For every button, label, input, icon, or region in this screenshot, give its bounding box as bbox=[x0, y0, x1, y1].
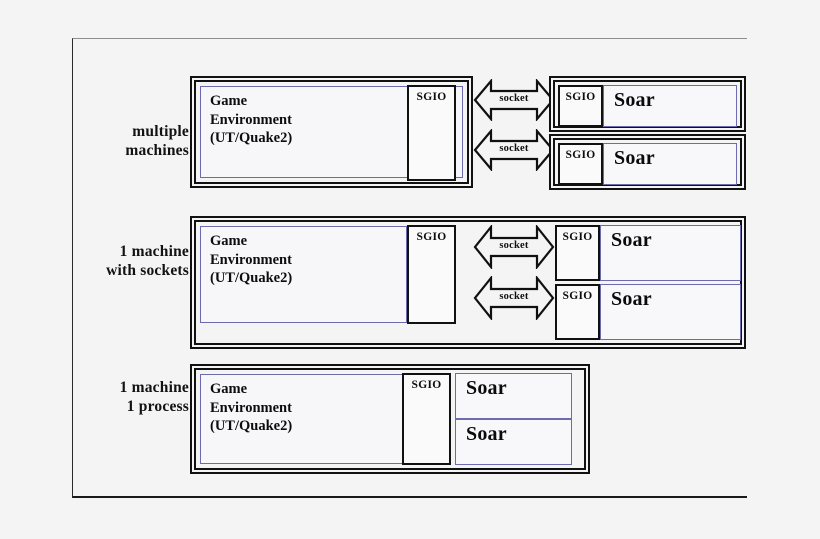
machine-inner: Game Environment (UT/Quake2) SGIO bbox=[194, 80, 469, 184]
sgio-label: SGIO bbox=[562, 290, 593, 302]
game-environment-label: Game Environment (UT/Quake2) bbox=[210, 93, 293, 147]
sgio-label: SGIO bbox=[411, 379, 442, 391]
sgio-box-row2-game: SGIO bbox=[407, 225, 456, 324]
socket-arrow-row2-b: socket bbox=[473, 276, 555, 320]
sgio-box-row2-agent-a: SGIO bbox=[555, 225, 600, 281]
soar-label: Soar bbox=[614, 89, 655, 111]
process-box-row3: Game Environment (UT/Quake2) SGIO Soar S… bbox=[190, 364, 590, 474]
machine-box-row2: Game Environment (UT/Quake2) SGIO socket… bbox=[190, 216, 746, 349]
sgio-box-row1-agent-b: SGIO bbox=[558, 143, 603, 185]
socket-arrow-row2-a: socket bbox=[473, 225, 555, 269]
soar-label: Soar bbox=[466, 423, 507, 445]
row-label-one-machine-one-process: 1 machine 1 process bbox=[119, 379, 189, 415]
row-label-one-machine-with-sockets: 1 machine with sockets bbox=[106, 243, 189, 279]
sgio-box-row2-agent-b: SGIO bbox=[555, 284, 600, 340]
soar-label: Soar bbox=[611, 229, 652, 251]
game-environment-label: Game Environment (UT/Quake2) bbox=[210, 233, 293, 287]
sgio-box-row3-game: SGIO bbox=[402, 373, 451, 465]
soar-machine-box-row1-a: SGIO Soar bbox=[549, 76, 746, 132]
soar-label: Soar bbox=[466, 377, 507, 399]
sgio-box-row1-agent-a: SGIO bbox=[558, 85, 603, 127]
figure-frame: multiple machines Game Environment (UT/Q… bbox=[72, 38, 747, 498]
soar-box-row3-b: Soar bbox=[455, 419, 572, 465]
game-environment-box-row2: Game Environment (UT/Quake2) bbox=[200, 226, 407, 323]
sgio-label: SGIO bbox=[565, 91, 596, 103]
machine-inner: Game Environment (UT/Quake2) SGIO Soar S… bbox=[194, 368, 586, 470]
sgio-label: SGIO bbox=[565, 149, 596, 161]
machine-inner: Game Environment (UT/Quake2) SGIO socket… bbox=[194, 220, 742, 345]
socket-arrow-row1-b: socket bbox=[473, 129, 555, 171]
machine-inner: SGIO Soar bbox=[553, 138, 742, 186]
soar-box-row1-a: Soar bbox=[603, 85, 737, 127]
sgio-label: SGIO bbox=[416, 231, 447, 243]
socket-arrow-row1-a: socket bbox=[473, 79, 555, 121]
soar-box-row3-a: Soar bbox=[455, 373, 572, 419]
game-environment-label: Game Environment (UT/Quake2) bbox=[210, 381, 293, 435]
game-machine-box-row1: Game Environment (UT/Quake2) SGIO bbox=[190, 76, 473, 188]
soar-machine-box-row1-b: SGIO Soar bbox=[549, 134, 746, 190]
row-label-multiple-machines: multiple machines bbox=[125, 123, 189, 159]
soar-box-row1-b: Soar bbox=[603, 143, 737, 185]
sgio-box-row1-game: SGIO bbox=[407, 85, 456, 181]
soar-label: Soar bbox=[611, 288, 652, 310]
soar-label: Soar bbox=[614, 147, 655, 169]
soar-box-row2-b: Soar bbox=[600, 284, 741, 340]
machine-inner: SGIO Soar bbox=[553, 80, 742, 128]
sgio-label: SGIO bbox=[562, 231, 593, 243]
soar-box-row2-a: Soar bbox=[600, 225, 741, 281]
sgio-label: SGIO bbox=[416, 91, 447, 103]
game-environment-box-row3: Game Environment (UT/Quake2) bbox=[200, 374, 407, 464]
